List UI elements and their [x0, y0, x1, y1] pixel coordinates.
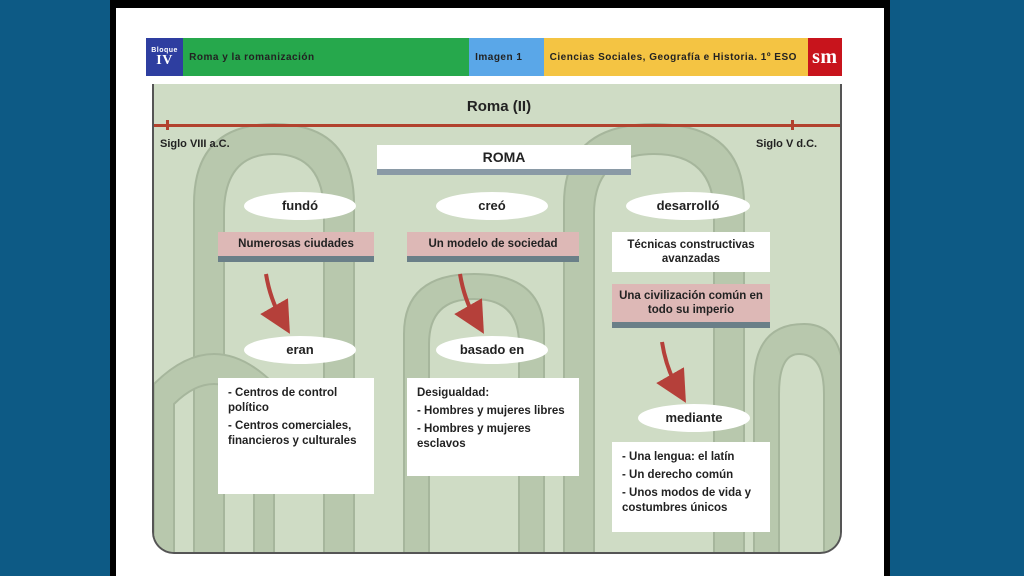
list-item: - Un derecho común — [622, 469, 734, 481]
timeline-start-label: Siglo VIII a.C. — [160, 138, 230, 150]
timeline-tick-start — [166, 120, 169, 130]
bloque-badge: Bloque IV — [146, 38, 184, 76]
node-modelo: Un modelo de sociedad — [407, 232, 579, 262]
node-ciudades: Numerosas ciudades — [218, 232, 374, 262]
arrow-civilizacion-mediante — [656, 341, 686, 403]
verb-fundo: fundó — [244, 192, 356, 220]
connector-basado: basado en — [436, 336, 548, 364]
header-bar: Bloque IV Roma y la romanización Imagen … — [146, 38, 842, 76]
list-item: - Centros de control político — [228, 387, 338, 414]
list-item: - Hombres y mujeres esclavos — [417, 423, 531, 450]
timeline-end-label: Siglo V d.C. — [756, 138, 818, 150]
connector-mediante: mediante — [638, 404, 750, 432]
sm-logo: sm — [807, 38, 842, 76]
list-item: - Centros comerciales, financieros y cul… — [228, 420, 357, 447]
node-tecnicas: Técnicas constructivas avanzadas — [612, 232, 770, 272]
list-eran: - Centros de control político - Centros … — [218, 378, 374, 494]
diagram-title: Roma (II) — [466, 98, 532, 115]
root-node: ROMA — [377, 145, 631, 175]
connector-eran: eran — [244, 336, 356, 364]
tema-label: Roma y la romanización — [183, 38, 470, 76]
slide-frame: Bloque IV Roma y la romanización Imagen … — [110, 0, 890, 576]
bloque-number: IV — [156, 52, 173, 68]
verb-creo: creó — [436, 192, 548, 220]
arrow-modelo-basado — [454, 273, 484, 334]
list-item: - Hombres y mujeres libres — [417, 405, 565, 417]
slide-page: Bloque IV Roma y la romanización Imagen … — [116, 8, 884, 576]
timeline-line — [154, 124, 840, 127]
list-basado: Desigualdad: - Hombres y mujeres libres … — [407, 378, 579, 476]
timeline-tick-end — [791, 120, 794, 130]
list-item: - Una lengua: el latín — [622, 451, 735, 463]
imagen-label: Imagen 1 — [469, 38, 544, 76]
list-item: - Unos modos de vida y costumbres únicos — [622, 487, 752, 514]
verb-desarrollo: desarrolló — [626, 192, 750, 220]
arrow-ciudades-eran — [260, 273, 290, 334]
diagram-panel: Roma (II) Siglo VIII a.C. Siglo V d.C. R… — [152, 84, 842, 554]
materia-label: Ciencias Sociales, Geografía e Historia.… — [543, 38, 808, 76]
list-mediante: - Una lengua: el latín - Un derecho comú… — [612, 442, 770, 532]
arrows-layer — [260, 273, 686, 403]
node-civilizacion: Una civilización común en todo su imperi… — [612, 284, 770, 328]
list-heading: Desigualdad: — [417, 387, 490, 399]
bloque-label: Bloque — [151, 46, 178, 54]
